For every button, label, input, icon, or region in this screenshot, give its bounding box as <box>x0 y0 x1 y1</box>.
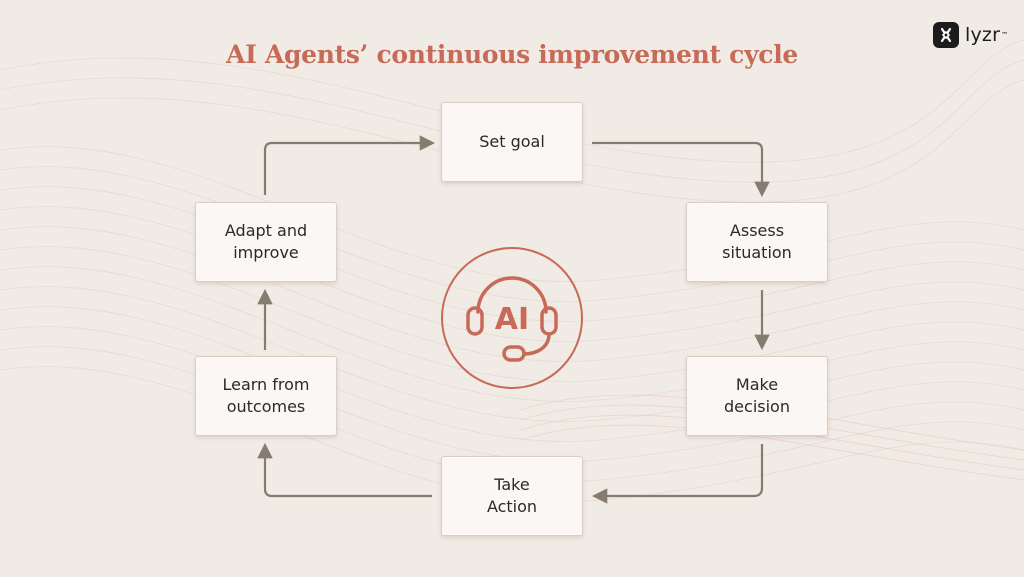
step-assess-situation: Assess situation <box>686 202 828 282</box>
logo-text: lyzr <box>965 24 1001 46</box>
lyzr-logo: lyzr ™ <box>933 20 1008 50</box>
step-label: Adapt and improve <box>224 221 308 262</box>
step-take-action: Take Action <box>441 456 583 536</box>
center-label: AI <box>495 302 529 337</box>
step-label: Assess situation <box>722 221 792 262</box>
lyzr-logo-icon <box>933 22 959 48</box>
ai-headset-icon: AI <box>441 247 583 389</box>
step-learn-from-outcomes: Learn from outcomes <box>195 356 337 436</box>
step-label: Make decision <box>724 375 790 416</box>
step-label: Learn from outcomes <box>222 375 310 416</box>
step-set-goal: Set goal <box>441 102 583 182</box>
logo-trademark: ™ <box>1001 31 1009 39</box>
step-adapt-and-improve: Adapt and improve <box>195 202 337 282</box>
step-label: Set goal <box>479 132 545 151</box>
step-make-decision: Make decision <box>686 356 828 436</box>
diagram-title: AI Agents’ continuous improvement cycle <box>225 40 799 69</box>
step-label: Take Action <box>486 475 538 516</box>
